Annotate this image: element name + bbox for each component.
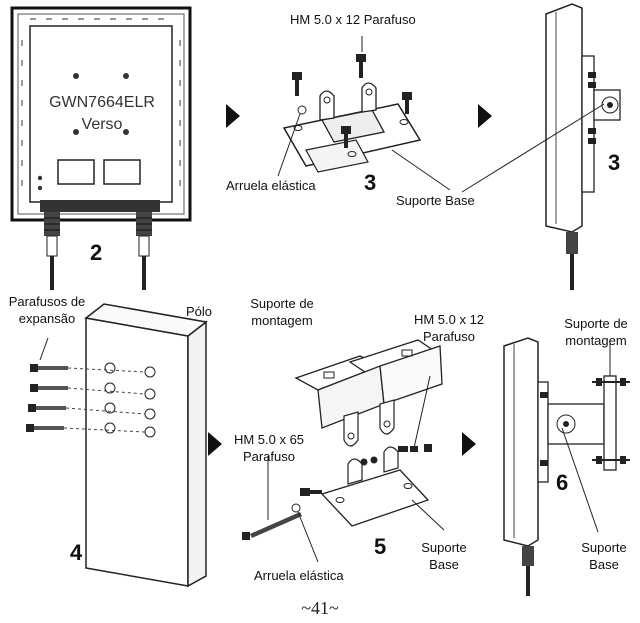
base-bracket-right-label-line1: Suporte <box>581 540 627 555</box>
base-bracket-label: Suporte Base <box>396 193 475 208</box>
mounting-bracket-right-label-line2: montagem <box>565 333 627 348</box>
step-number-5: 5 <box>374 534 387 559</box>
base-bracket-bottom-label-line1: Suporte <box>421 540 467 555</box>
antenna-mounted-on-pole <box>503 337 630 596</box>
device-side-text: Verso <box>81 116 123 133</box>
base-bracket-bottom-label-line2: Base <box>429 557 459 572</box>
screw-hm-5x65-label-line2: Parafuso <box>242 449 296 464</box>
screw-hm-5x12-label: HM 5.0 x 12 Parafuso <box>290 12 416 27</box>
step-number-3a: 3 <box>364 170 377 195</box>
base-bracket-assembly <box>277 36 451 191</box>
mounting-bracket-label-line2: montagem <box>251 313 313 328</box>
base-bracket-right-label-line2: Base <box>589 557 619 572</box>
step-number-2: 2 <box>90 240 103 265</box>
mounting-and-base-brackets <box>242 339 445 563</box>
screw-hm-5x12-label-line1: HM 5.0 x 12 <box>413 312 485 327</box>
page-number: ~41~ <box>301 598 339 618</box>
spring-washer-label: Arruela elástica <box>226 178 316 193</box>
antenna-side-with-bracket <box>461 3 621 290</box>
arrow-right-icon <box>208 432 222 456</box>
expansion-screws-label-line2: expansão <box>18 311 76 326</box>
device-model-text: GWN7664ELR <box>49 94 155 111</box>
step-number-4: 4 <box>70 540 83 565</box>
expansion-screws-label-line1: Parafusos de <box>8 294 86 309</box>
step-number-6: 6 <box>556 470 569 495</box>
mounting-bracket-right-label-line1: Suporte de <box>564 316 628 331</box>
mounting-bracket-label-line1: Suporte de <box>250 296 314 311</box>
step-number-3b: 3 <box>608 150 621 175</box>
arrow-right-icon <box>226 104 240 128</box>
arrow-right-icon <box>462 432 476 456</box>
screw-hm-5x12-label-line2: Parafuso <box>422 329 476 344</box>
screw-hm-5x65-label-line1: HM 5.0 x 65 <box>233 432 305 447</box>
pole-label: Pólo <box>186 304 213 319</box>
arrow-right-icon <box>478 104 492 128</box>
spring-washer-bottom-label: Arruela elástica <box>254 568 344 583</box>
antenna-back-view <box>10 6 192 290</box>
pole-with-expansion-screws <box>26 303 208 588</box>
